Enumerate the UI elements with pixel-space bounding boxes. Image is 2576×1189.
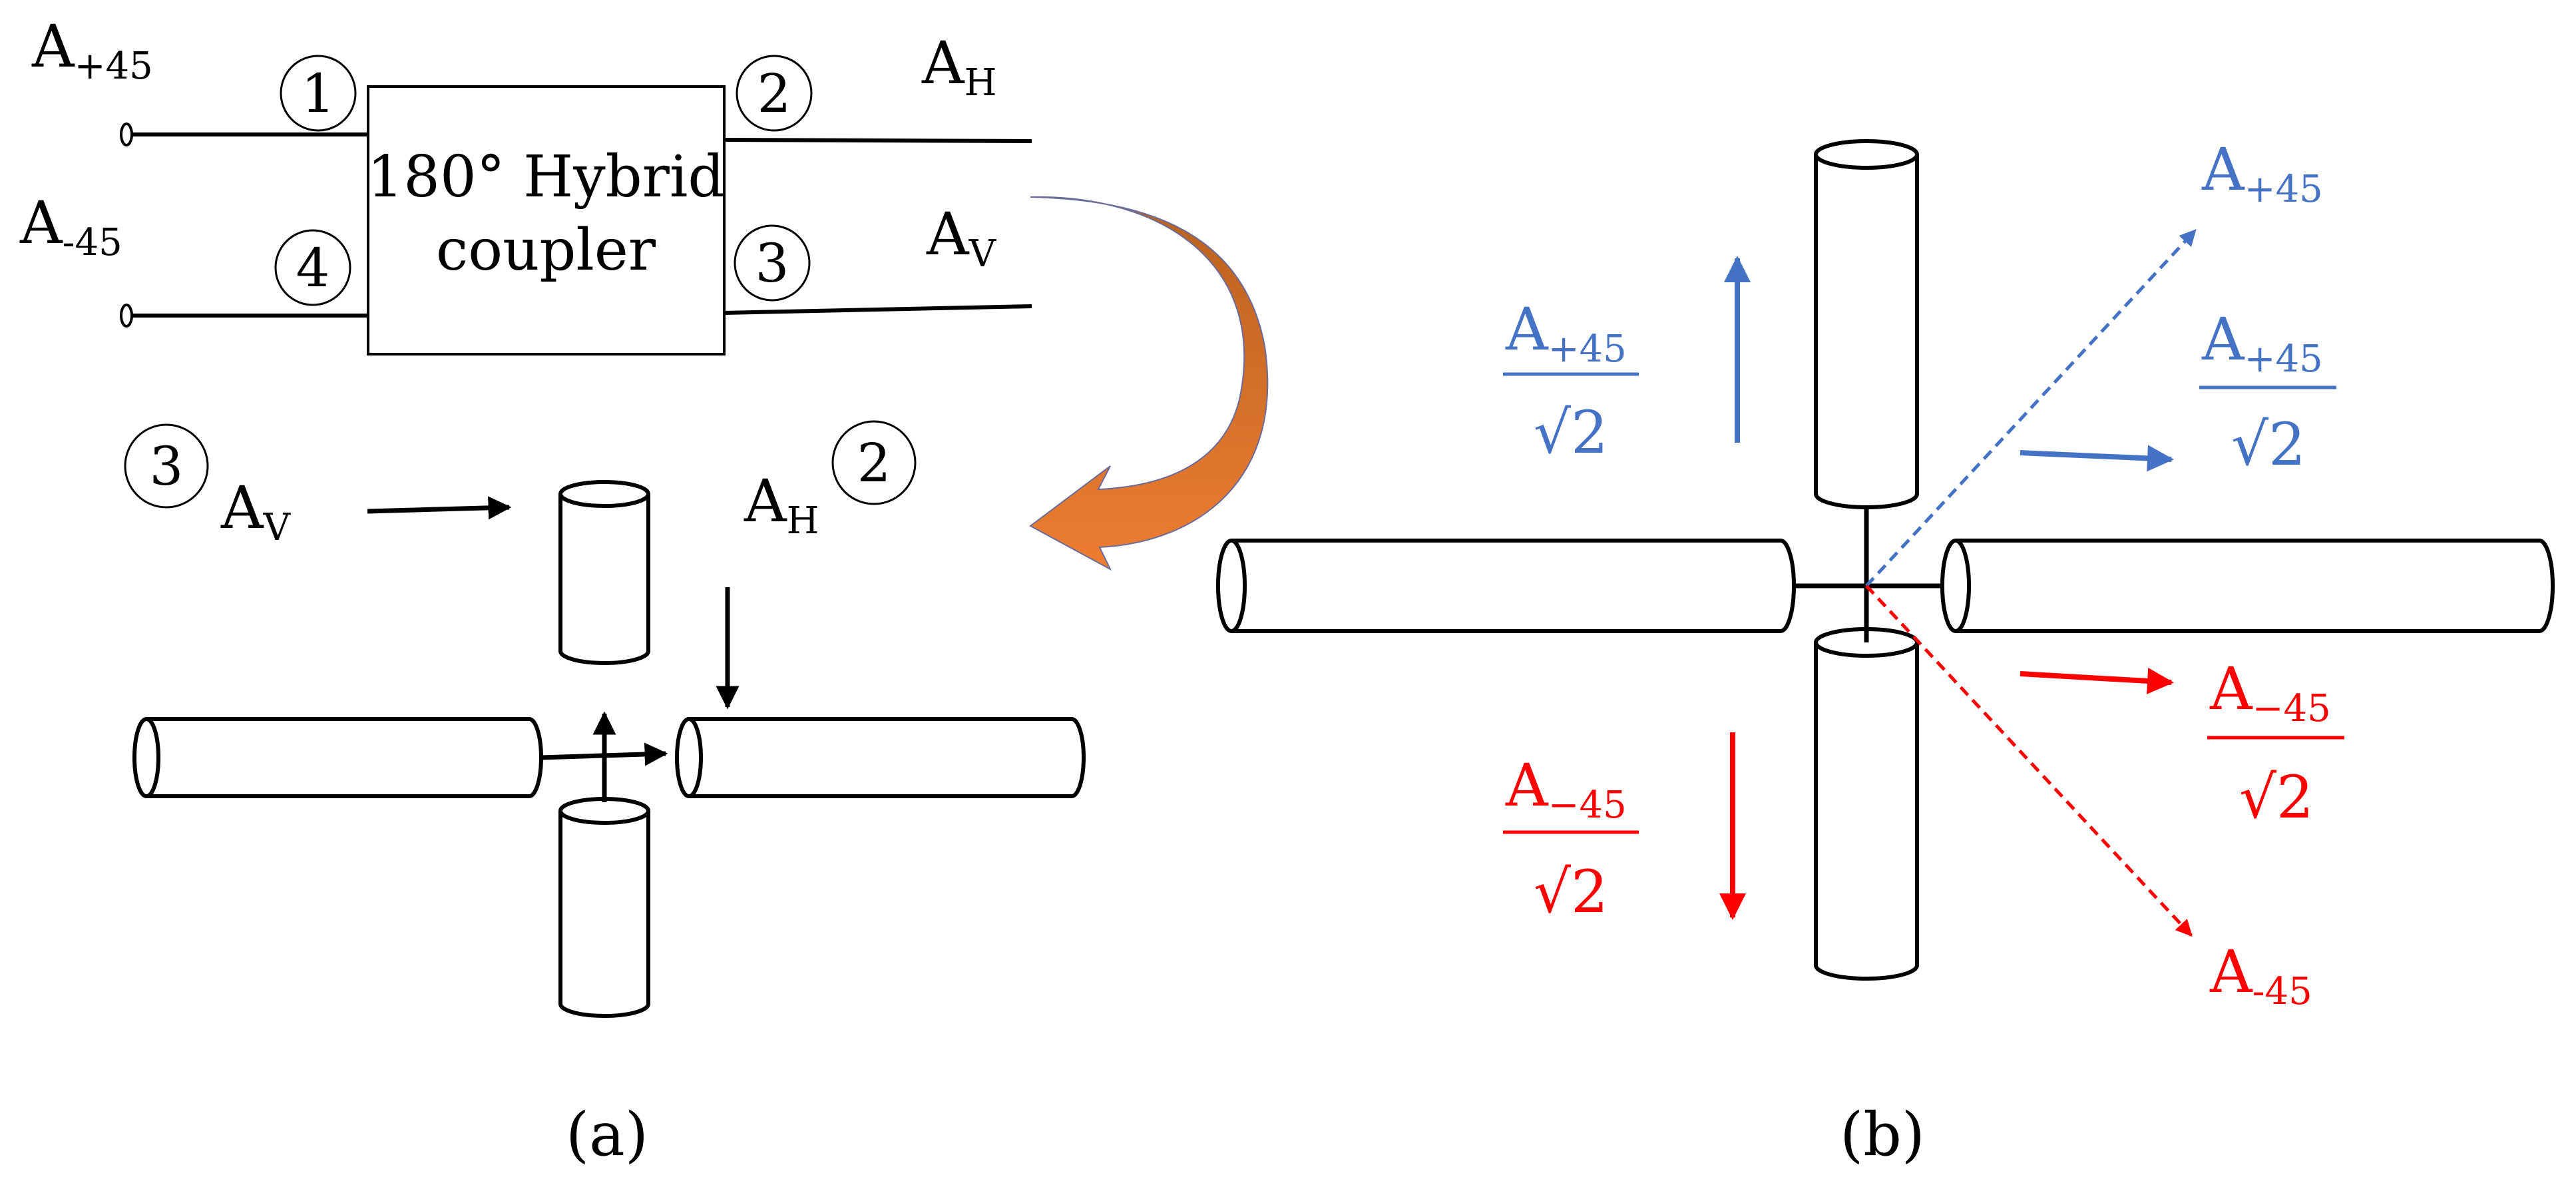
label-b-blue-diagonal: A+45 (2201, 135, 2323, 211)
svg-text:√2: √2 (2239, 763, 2314, 832)
dipole-b-left-arm (1216, 539, 1796, 633)
caption-panel-a: (a) (566, 1100, 648, 1170)
svg-text:A−45: A−45 (2209, 654, 2331, 730)
dipole-a-bottom-arm (558, 797, 650, 1018)
dipole-port-3-circle (124, 423, 209, 509)
dipole-b-top-arm (1814, 139, 1919, 509)
dipole-a-left-arm (132, 717, 543, 798)
dipole-a-top-arm (558, 480, 650, 665)
input-terminal-minus45 (120, 304, 133, 328)
dipole-b-bottom-arm (1814, 627, 1919, 981)
dipole-port-2-number: 2 (857, 432, 891, 494)
label-a-v-output: AV (926, 200, 997, 276)
panel-a-coupler: 180° Hybrid coupler 1 4 2 3 A+45 A-45 AH… (19, 12, 1032, 356)
dipole-port-2-circle (831, 420, 917, 505)
port-4-number: 4 (296, 237, 330, 299)
hybrid-coupler-box (367, 85, 726, 356)
svg-text:√2: √2 (2231, 410, 2306, 479)
label-a-h-output: AH (921, 29, 996, 105)
port-2-number: 2 (757, 63, 791, 124)
label-b-red-diagonal: A-45 (2209, 937, 2312, 1013)
red-arrow-horizontal (2020, 667, 2174, 694)
svg-text:√2: √2 (1534, 857, 1608, 926)
dipole-port-3-number: 3 (150, 435, 184, 497)
output-line-port3 (724, 304, 1032, 315)
svg-text:A+45: A+45 (1505, 295, 1627, 371)
coupler-label-line1: 180° Hybrid (367, 144, 725, 210)
svg-text:√2: √2 (1534, 398, 1608, 467)
fraction-red-vertical: A−45 √2 (1503, 751, 1639, 926)
port-3-circle (734, 224, 811, 302)
port-3-number: 3 (755, 232, 789, 294)
port-1-circle (280, 55, 357, 132)
arrow-av-to-dipole (367, 496, 512, 520)
blue-arrow-horizontal (2020, 445, 2174, 472)
coupler-label-line2: coupler (436, 217, 656, 284)
output-line-port2 (724, 138, 1032, 143)
blue-arrow-diagonal (1865, 229, 2197, 587)
red-arrow-diagonal (1865, 585, 2193, 937)
svg-text:A+45: A+45 (2201, 305, 2323, 381)
port-1-number: 1 (302, 63, 335, 124)
dipole-b-right-arm (1940, 539, 2555, 633)
label-dipole-av: AV (220, 473, 292, 549)
fraction-blue-horizontal: A+45 √2 (2199, 305, 2336, 479)
caption-panel-b: (b) (1840, 1100, 1925, 1170)
label-dipole-ah: AH (744, 467, 819, 543)
feed-arrow-horizontal (540, 742, 668, 766)
port-4-circle (274, 229, 351, 306)
curved-transfer-arrow (1029, 196, 1269, 571)
panel-a-dipoles: 3 2 AV AH (124, 420, 1086, 1018)
dipole-a-right-arm (675, 717, 1086, 798)
fraction-red-horizontal: A−45 √2 (2207, 654, 2344, 832)
port-2-circle (736, 55, 813, 132)
input-terminal-plus45 (120, 122, 133, 146)
panel-b-dipoles: A+45 √2 A+45 √2 A+45 A−45 √2 A−45 √2 A-4… (1216, 135, 2555, 1013)
label-a-minus45-input: A-45 (19, 188, 122, 264)
label-a-plus45-input: A+45 (31, 12, 153, 88)
fraction-blue-vertical: A+45 √2 (1503, 295, 1639, 467)
svg-text:A−45: A−45 (1505, 751, 1627, 827)
